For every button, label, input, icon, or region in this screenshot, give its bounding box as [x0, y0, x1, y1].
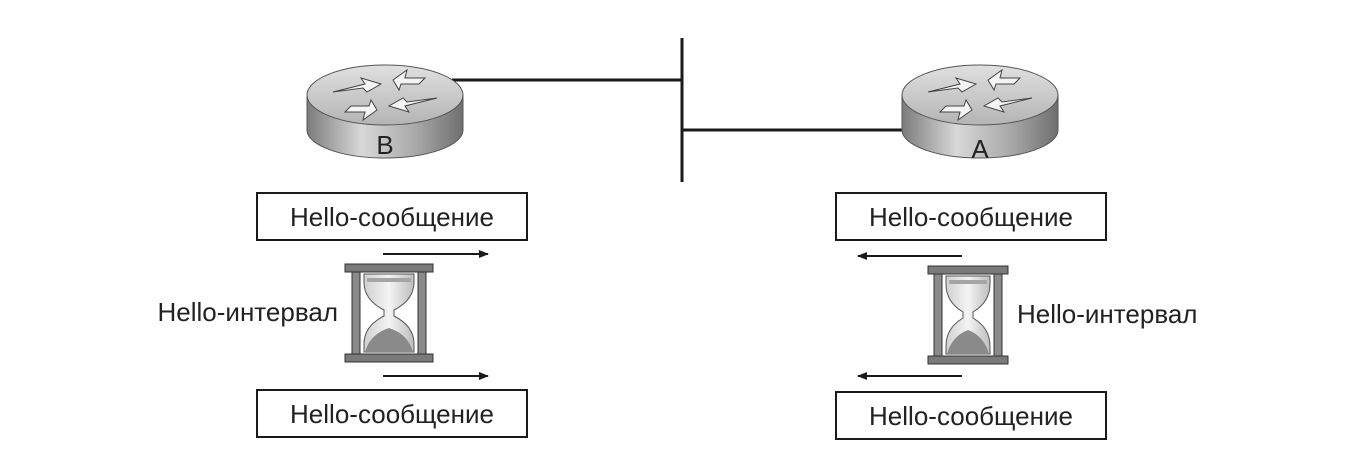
router-icon	[306, 64, 464, 159]
router-a: A	[901, 64, 1059, 164]
hello-message-box	[835, 391, 1107, 440]
router-label: A	[971, 134, 989, 164]
hello-message-label: Hello-сообщение	[869, 401, 1073, 431]
network-segment	[452, 38, 908, 182]
hourglass-icon	[344, 263, 434, 363]
hello-message-label: Hello-сообщение	[869, 202, 1073, 232]
router-label: B	[376, 130, 393, 160]
router-icon	[901, 64, 1059, 159]
hello-message-label: Hello-сообщение	[290, 399, 494, 429]
hourglass-icon	[927, 265, 1009, 365]
hello-message-box	[256, 192, 528, 241]
hello-message-box	[835, 192, 1107, 241]
hello-interval-label: Hello-интервал	[1017, 299, 1197, 329]
left-hello-column: Hello-сообщение Hello-интервал Hello-соо…	[158, 192, 528, 438]
right-hello-column: Hello-сообщение Hello-интервал Hello-соо…	[835, 192, 1197, 440]
hello-interval-label: Hello-интервал	[158, 297, 338, 327]
hello-message-label: Hello-сообщение	[290, 202, 494, 232]
hello-message-box	[256, 389, 528, 438]
router-b: B	[306, 64, 464, 160]
